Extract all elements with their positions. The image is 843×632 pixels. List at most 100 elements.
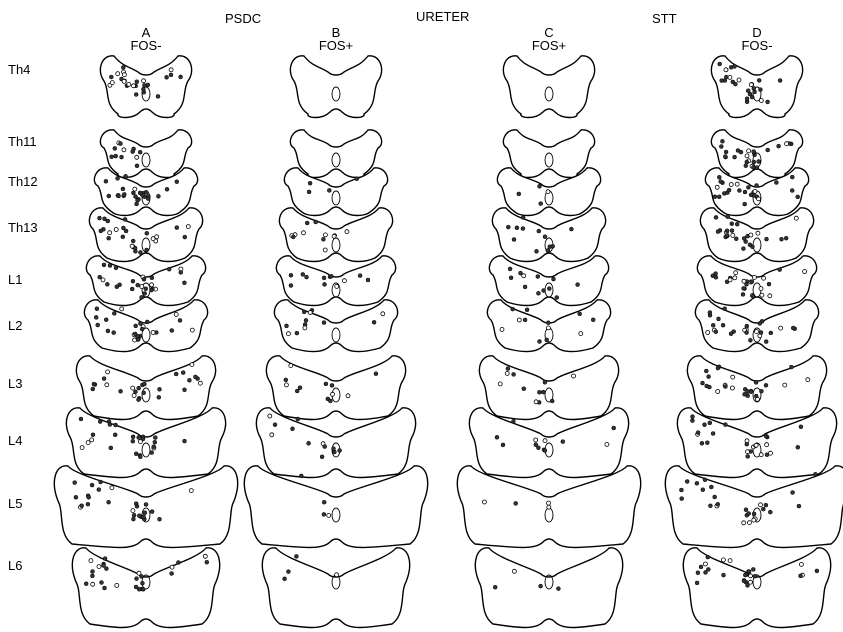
labeled-neuron-dot [713,495,717,499]
labeled-neuron-dot [742,279,746,283]
labeled-neuron-dot [273,423,277,427]
labeled-neuron-dot [133,187,137,191]
labeled-neuron-dot [120,155,124,159]
labeled-neuron-dot [132,513,136,517]
labeled-neuron-dot [539,584,543,588]
labeled-neuron-dot [291,427,295,431]
labeled-neuron-dot [116,72,120,76]
labeled-neuron-dot [114,266,118,270]
labeled-neuron-dot [765,443,769,447]
section-d-l6 [683,548,830,628]
labeled-neuron-dot [715,185,719,189]
labeled-neuron-dot [724,150,728,154]
labeled-neuron-dot [108,264,112,268]
labeled-neuron-dot [556,587,560,591]
labeled-neuron-dot [89,559,93,563]
section-a-th13 [89,208,202,262]
labeled-neuron-dot [746,389,750,393]
section-drawings [54,56,843,628]
labeled-neuron-dot [757,78,761,82]
labeled-neuron-dot [747,512,751,516]
labeled-neuron-dot [332,234,336,238]
level-label-th13: Th13 [8,221,38,234]
labeled-neuron-dot [534,400,538,404]
labeled-neuron-dot [132,394,136,398]
section-c-l1 [489,256,608,306]
section-c-l6 [475,548,622,628]
labeled-neuron-dot [769,451,773,455]
labeled-neuron-dot [140,285,144,289]
labeled-neuron-dot [728,559,732,563]
labeled-neuron-dot [538,184,542,188]
section-outline [72,548,219,628]
labeled-neuron-dot [131,517,135,521]
labeled-neuron-dot [752,275,756,279]
labeled-neuron-dot [322,276,326,280]
labeled-neuron-dot [723,423,727,427]
labeled-neuron-dot [122,192,126,196]
labeled-neuron-dot [170,565,174,569]
labeled-neuron-dot [498,382,502,386]
labeled-neuron-dot [699,565,703,569]
level-label-l3: L3 [8,377,22,390]
section-a-th12 [94,168,197,216]
labeled-neuron-dot [723,307,727,311]
labeled-neuron-dot [203,554,207,558]
labeled-neuron-dot [286,570,290,574]
labeled-neuron-dot [780,237,784,241]
section-a-l4 [66,408,225,478]
labeled-neuron-dot [746,454,750,458]
labeled-neuron-dot [167,267,171,271]
section-d-th13 [700,208,813,262]
labeled-neuron-dot [730,222,734,226]
labeled-neuron-dot [720,139,724,143]
section-a-l2 [84,300,207,352]
labeled-neuron-dot [796,195,800,199]
labeled-neuron-dot [175,226,179,230]
labeled-neuron-dot [541,390,545,394]
labeled-neuron-dot [758,321,762,325]
labeled-neuron-dot [193,375,197,379]
labeled-neuron-dot [706,555,710,559]
labeled-neuron-dot [138,191,142,195]
labeled-neuron-dot [143,511,147,515]
labeled-neuron-dot [345,230,349,234]
labeled-neuron-dot [134,452,138,456]
labeled-neuron-dot [521,216,525,220]
labeled-neuron-dot [536,291,540,295]
labeled-neuron-dot [295,331,299,335]
labeled-neuron-dot [91,570,95,574]
labeled-neuron-dot [744,508,748,512]
labeled-neuron-dot [131,150,135,154]
labeled-neuron-dot [703,423,707,427]
labeled-neuron-dot [142,79,146,83]
section-outline [84,300,207,352]
labeled-neuron-dot [704,369,708,373]
labeled-neuron-dot [751,567,755,571]
labeled-neuron-dot [176,561,180,565]
labeled-neuron-dot [552,277,556,281]
labeled-neuron-dot [105,282,109,286]
labeled-neuron-dot [733,276,737,280]
section-outline [244,466,427,548]
labeled-neuron-dot [747,149,751,153]
labeled-neuron-dot [165,187,169,191]
labeled-neuron-dot [546,190,550,194]
labeled-neuron-dot [765,237,769,241]
labeled-neuron-dot [94,315,98,319]
labeled-neuron-dot [815,569,819,573]
labeled-neuron-dot [745,324,749,328]
labeled-neuron-dot [725,233,729,237]
labeled-neuron-dot [131,435,135,439]
labeled-neuron-dot [323,248,327,252]
labeled-neuron-dot [119,142,123,146]
labeled-neuron-dot [138,455,142,459]
labeled-neuron-dot [329,274,333,278]
labeled-neuron-dot [707,375,711,379]
labeled-neuron-dot [790,175,794,179]
labeled-neuron-dot [87,495,91,499]
labeled-neuron-dot [572,374,576,378]
section-outline [697,256,816,306]
labeled-neuron-dot [764,434,768,438]
labeled-neuron-dot [322,512,326,516]
